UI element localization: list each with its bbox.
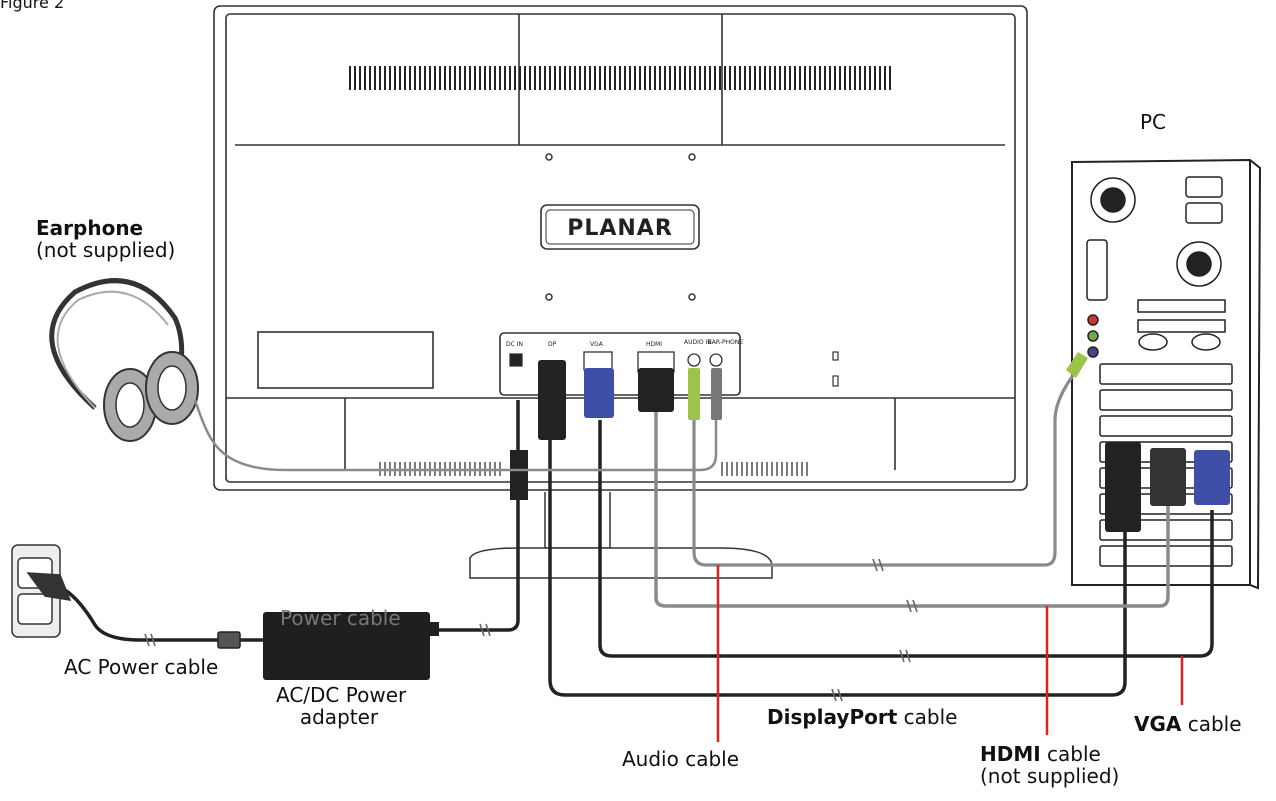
hdmi-label-bold: HDMI bbox=[980, 742, 1041, 766]
hdmi-cable bbox=[654, 410, 1170, 608]
mounting-holes bbox=[545, 153, 696, 301]
displayport-label-bold: DisplayPort bbox=[767, 705, 898, 729]
audio-cable-label: Audio cable bbox=[622, 747, 740, 771]
port-labels: DC IN DP VGA HDMI AUDIO IN EAR-PHONE bbox=[506, 339, 743, 348]
audio-jack-pc bbox=[1066, 352, 1088, 378]
planar-logo: PLANAR bbox=[540, 204, 700, 250]
audio-jack-monitor bbox=[688, 368, 700, 420]
ac-power-cable-label: AC Power cable bbox=[64, 655, 219, 679]
svg-text:EAR-PHONE: EAR-PHONE bbox=[708, 339, 743, 346]
hdmi-label-note: (not supplied) bbox=[980, 764, 1120, 789]
displayport-label-rest: cable bbox=[897, 705, 958, 729]
port-sockets bbox=[509, 351, 723, 373]
displayport-cable bbox=[548, 430, 1127, 697]
dp-connector-pc bbox=[1105, 442, 1141, 532]
monitor-vent-grill bbox=[349, 66, 891, 90]
adapter-label: AC/DC Power adapter bbox=[276, 684, 406, 730]
svg-text:VGA: VGA bbox=[590, 341, 604, 348]
svg-text:PLANAR: PLANAR bbox=[567, 216, 673, 241]
earphone-cable bbox=[210, 420, 718, 472]
adapter-label-line2: adapter bbox=[299, 705, 379, 730]
hdmi-connector-pc bbox=[1150, 448, 1186, 506]
vga-cable-label: VGA cable bbox=[1134, 713, 1242, 735]
cable-break-marks bbox=[144, 558, 918, 702]
audio-cable bbox=[692, 358, 1087, 567]
pc-label: PC bbox=[1140, 110, 1167, 134]
vga-connector-pc bbox=[1194, 450, 1230, 505]
svg-text:DC IN: DC IN bbox=[506, 341, 523, 348]
vga-label-bold: VGA bbox=[1134, 712, 1182, 736]
vga-connector-monitor bbox=[584, 368, 614, 418]
kensington-slot bbox=[832, 351, 839, 387]
ac-dc-adapter bbox=[263, 612, 439, 680]
earphone-jack bbox=[711, 368, 722, 420]
adapter-label-line1: AC/DC Power bbox=[276, 683, 407, 707]
earphone-label-note: (not supplied) bbox=[36, 238, 176, 263]
hdmi-connector-monitor bbox=[638, 368, 674, 412]
earphone-label-bold: Earphone bbox=[36, 216, 144, 240]
svg-text:HDMI: HDMI bbox=[646, 341, 662, 348]
dc-power-cable bbox=[430, 400, 520, 632]
hdmi-cable-label: HDMI cable (not supplied) bbox=[980, 743, 1119, 788]
power-cable-label: Power cable bbox=[280, 606, 401, 630]
hdmi-label-rest: cable bbox=[1040, 742, 1101, 766]
ac-power-cable bbox=[63, 588, 263, 642]
svg-text:DP: DP bbox=[548, 341, 557, 348]
earphone-label: Earphone (not supplied) bbox=[36, 217, 175, 262]
leader-lines bbox=[716, 565, 1184, 742]
displayport-cable-label: DisplayPort cable bbox=[767, 706, 957, 728]
vga-label-rest: cable bbox=[1181, 712, 1242, 736]
wall-outlet bbox=[11, 544, 72, 638]
vga-cable bbox=[598, 420, 1214, 658]
svg-text:AUDIO IN: AUDIO IN bbox=[684, 339, 712, 346]
earphone-headset bbox=[49, 278, 214, 442]
ac-plug bbox=[217, 631, 241, 649]
figure-label: Figure 2 bbox=[0, 0, 64, 12]
dp-connector-monitor bbox=[538, 360, 566, 440]
dc-connector bbox=[510, 450, 528, 500]
